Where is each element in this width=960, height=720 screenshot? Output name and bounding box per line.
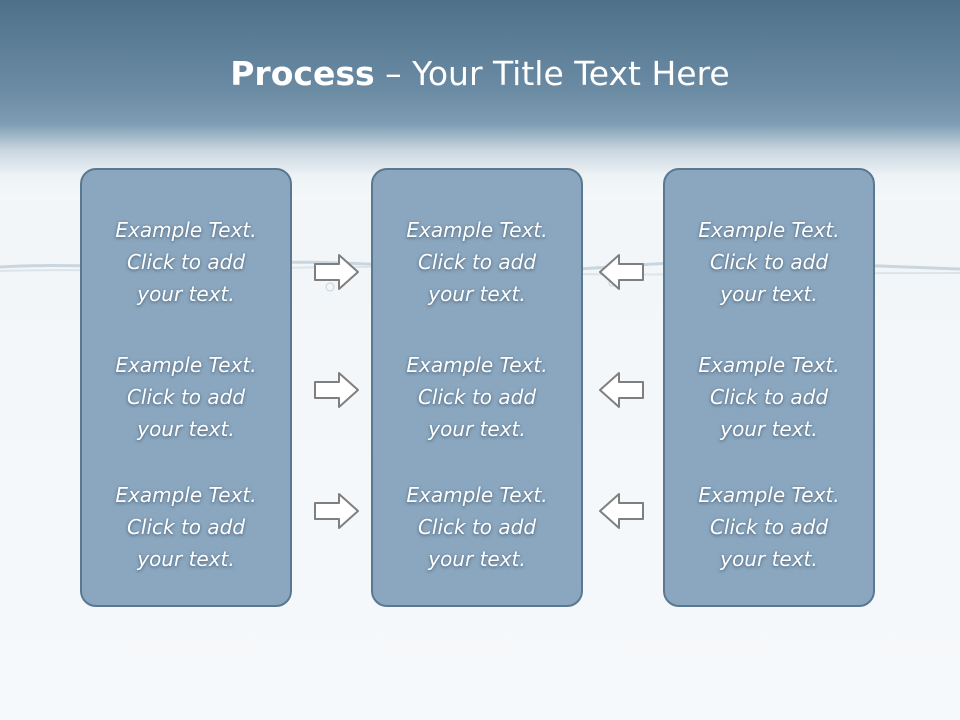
text-line: Example Text.	[406, 218, 548, 242]
text-block[interactable]: Example Text. Click to add your text.	[82, 349, 290, 445]
text-line: Click to add	[417, 515, 537, 539]
text-line: Example Text.	[406, 483, 548, 507]
text-block[interactable]: Example Text. Click to add your text.	[373, 349, 581, 445]
text-line: Click to add	[126, 385, 246, 409]
panel-center[interactable]: Example Text. Click to add your text. Ex…	[371, 168, 583, 607]
text-line: your text.	[137, 282, 235, 306]
panel-right[interactable]: Example Text. Click to add your text. Ex…	[663, 168, 875, 607]
left-arrow-icon	[599, 254, 644, 290]
text-block[interactable]: Example Text. Click to add your text.	[82, 479, 290, 575]
page-title: Process – Your Title Text Here	[0, 52, 960, 96]
text-block[interactable]: Example Text. Click to add your text.	[665, 214, 873, 310]
title-bold: Process	[230, 54, 375, 93]
text-line: Click to add	[417, 385, 537, 409]
text-line: Example Text.	[406, 353, 548, 377]
text-line: your text.	[720, 547, 818, 571]
text-line: Example Text.	[115, 483, 257, 507]
text-block[interactable]: Example Text. Click to add your text.	[665, 479, 873, 575]
left-arrow-icon	[599, 493, 644, 529]
text-line: Example Text.	[698, 483, 840, 507]
text-line: Click to add	[709, 250, 829, 274]
text-line: Click to add	[126, 515, 246, 539]
text-line: your text.	[428, 282, 526, 306]
text-block[interactable]: Example Text. Click to add your text.	[373, 214, 581, 310]
text-line: Example Text.	[698, 353, 840, 377]
text-block[interactable]: Example Text. Click to add your text.	[82, 214, 290, 310]
right-arrow-icon	[314, 254, 359, 290]
text-line: your text.	[428, 547, 526, 571]
panel-left[interactable]: Example Text. Click to add your text. Ex…	[80, 168, 292, 607]
right-arrow-icon	[314, 372, 359, 408]
text-line: Click to add	[126, 250, 246, 274]
text-line: your text.	[720, 282, 818, 306]
title-rest: – Your Title Text Here	[374, 54, 730, 93]
text-line: Click to add	[709, 515, 829, 539]
text-line: your text.	[137, 547, 235, 571]
left-arrow-icon	[599, 372, 644, 408]
text-block[interactable]: Example Text. Click to add your text.	[373, 479, 581, 575]
text-line: your text.	[428, 417, 526, 441]
text-line: your text.	[720, 417, 818, 441]
text-line: Example Text.	[698, 218, 840, 242]
text-block[interactable]: Example Text. Click to add your text.	[665, 349, 873, 445]
text-line: Example Text.	[115, 218, 257, 242]
text-line: your text.	[137, 417, 235, 441]
text-line: Example Text.	[115, 353, 257, 377]
text-line: Click to add	[417, 250, 537, 274]
right-arrow-icon	[314, 493, 359, 529]
text-line: Click to add	[709, 385, 829, 409]
header-background	[0, 0, 960, 200]
